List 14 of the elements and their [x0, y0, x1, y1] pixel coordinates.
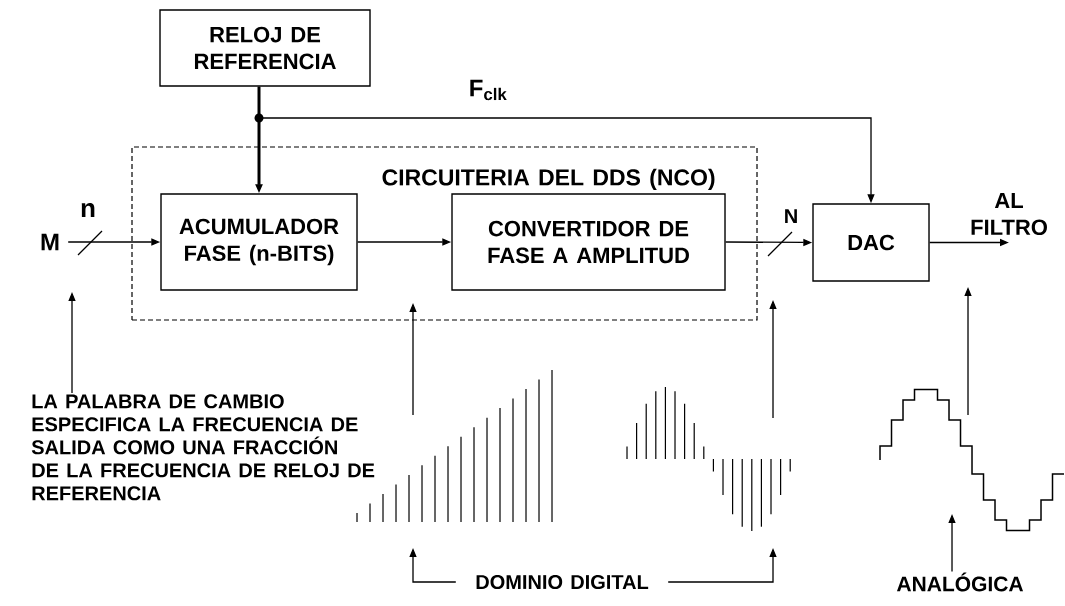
input-label: M [41, 233, 59, 251]
edge-label: F$_{clk}$ [470, 79, 507, 101]
domain-label: ANALÓGICA [896, 572, 1024, 592]
note-text: LA PALABRA DE CAMBIO ESPECIFICA LA FRECUENCIA DE SALIDA COMO UNA FRACCIÓN DE LA FRECUENCIA DE RELOJ DE REFERENCIA [31, 394, 375, 501]
output-label: AL FILTRO [971, 192, 1047, 236]
process-box: DAC [812, 203, 930, 282]
edge-label: n [81, 203, 95, 217]
process-box: ACUMULADOR FASE (n-BITS) [160, 193, 358, 291]
process-box: CONVERTIDOR DE FASE A AMPLITUD [451, 193, 726, 291]
staircase-waveform-drawing [879, 388, 1065, 532]
edge-label: N [785, 209, 797, 223]
clock-box: RELOJ DE REFERENCIA [159, 9, 371, 87]
domain-label: DOMINIO DIGITAL [476, 574, 649, 590]
sample-bars-drawing [626, 386, 791, 532]
